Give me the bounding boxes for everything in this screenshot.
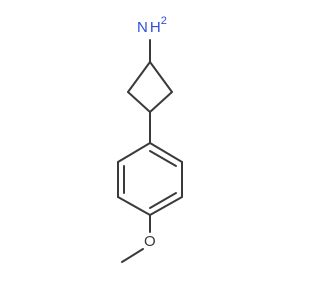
bond-c3-c4 bbox=[127, 91, 151, 113]
benzene-ring bbox=[117, 142, 183, 216]
bond-o-ch3 bbox=[121, 248, 144, 263]
bond-ar3-ar4 bbox=[149, 196, 183, 216]
bond-c1-c2 bbox=[149, 61, 173, 93]
double-bond-ar3-ar4 bbox=[149, 192, 177, 209]
bond-ar6-ar1 bbox=[117, 142, 151, 163]
bond-ar1-ar2 bbox=[149, 142, 183, 163]
amine-n: N bbox=[137, 19, 148, 36]
double-bond-ar1-ar2 bbox=[149, 150, 177, 167]
cyclobutane-ring bbox=[127, 61, 173, 113]
bond-c4-c1 bbox=[127, 61, 151, 93]
amine-subscript: 2 bbox=[161, 15, 167, 27]
amine-h: H bbox=[150, 19, 161, 36]
bond-ar4-ar5 bbox=[117, 196, 151, 216]
methoxy-o-label: O bbox=[144, 233, 156, 250]
bond-c2-c3 bbox=[149, 91, 173, 113]
